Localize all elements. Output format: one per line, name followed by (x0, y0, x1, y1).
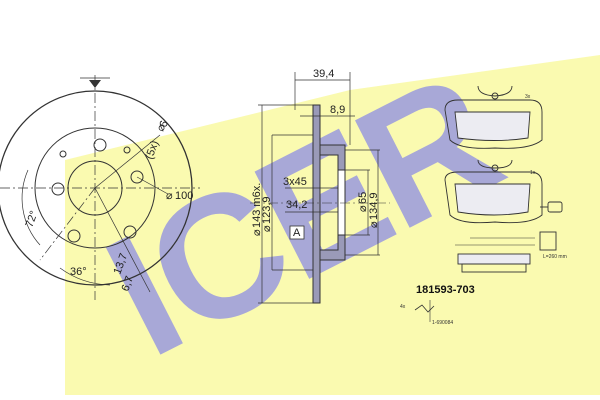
datum-label: A (293, 227, 301, 239)
bolt-hole-dia: 6 (158, 119, 171, 129)
clip-qty: 4x (400, 304, 406, 310)
part-number: 181593-703 (416, 284, 475, 296)
icer-logo-watermark: ICER (65, 37, 600, 395)
pads-qty-upper: 3x (525, 94, 531, 100)
dim-hat-outer-symbol: ⌀ (368, 221, 380, 228)
clip-part-number: 1-690084 (432, 320, 453, 326)
wear-sensor-length: L=260 mm (543, 254, 567, 260)
brake-pads-drawing (414, 85, 563, 322)
dim-hub-dia: 34,2 (286, 199, 307, 211)
dim-bore-spec: 3x45 (283, 176, 307, 188)
brake-disc-section (250, 72, 390, 304)
dim-disc-thickness: 8,9 (330, 104, 345, 116)
angle-36: 36° (70, 266, 87, 278)
dim-hat-inner-symbol: ⌀ (357, 205, 369, 212)
dim-total-height: 39,4 (313, 68, 334, 80)
diameter-symbol-bolt: ⌀ (155, 122, 169, 133)
dim-hat-inner: 65 (357, 192, 369, 204)
dim-hat-outer: 134,9 (368, 192, 380, 220)
dim-inner-dia-symbol: ⌀ (261, 225, 273, 232)
brake-disc-front-view (0, 75, 200, 300)
diameter-symbol-pcd: ⌀ (166, 190, 173, 202)
dim-outer-dia: 143 m6x. (251, 183, 263, 228)
hole-6-7: 6,7 (120, 275, 137, 293)
dim-outer-dia-symbol: ⌀ (251, 229, 263, 236)
angle-72: 72° (24, 209, 41, 229)
pads-qty-lower: 1x (530, 170, 536, 176)
pcd-value: 100 (175, 190, 193, 202)
dim-inner-dia: 123,9 (261, 196, 273, 224)
